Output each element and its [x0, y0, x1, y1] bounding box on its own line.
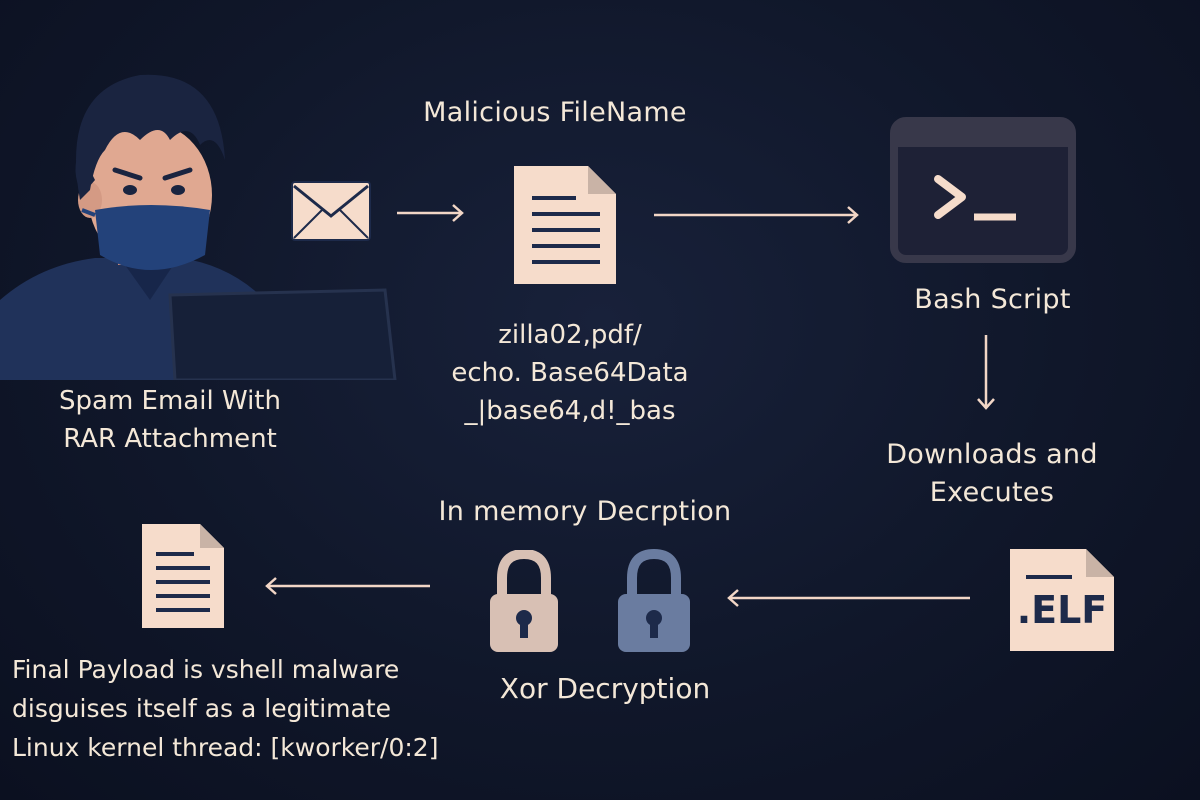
- downloads-caption: Downloads and Executes: [872, 436, 1112, 512]
- arrow-left: [262, 576, 434, 596]
- payload-caption-line: Linux kernel thread: [kworker/0:2]: [12, 733, 439, 762]
- attacker-caption-line: Spam Email With: [59, 386, 281, 416]
- arrow-right: [395, 203, 467, 223]
- document-icon: [510, 162, 620, 288]
- arrow-left: [724, 588, 974, 608]
- attacker-caption: Spam Email With RAR Attachment: [20, 382, 320, 458]
- downloads-caption-line: Executes: [929, 477, 1055, 508]
- attacker-icon: [0, 50, 400, 380]
- xor-decryption-label: Xor Decryption: [499, 672, 711, 705]
- attacker-caption-line: RAR Attachment: [63, 424, 277, 454]
- filename-line: echo. Base64Data: [451, 358, 689, 388]
- filename-text: zilla02,pdf/ echo. Base64Data _|base64,d…: [430, 316, 710, 430]
- payload-caption-line: disguises itself as a legitimate: [12, 694, 392, 723]
- elf-text: .ELF: [1016, 588, 1108, 632]
- memory-decryption-title: In memory Decrption: [438, 496, 732, 527]
- lock-open-icon: [488, 550, 560, 654]
- envelope-icon: [290, 180, 372, 242]
- elf-file-icon: [1006, 545, 1118, 655]
- filename-line: _|base64,d!_bas: [464, 396, 676, 426]
- payload-document-icon: [138, 520, 228, 632]
- arrow-down: [975, 333, 997, 413]
- bash-script-label: Bash Script: [914, 284, 1071, 315]
- terminal-icon: [890, 117, 1076, 263]
- malicious-filename-title: Malicious FileName: [423, 97, 687, 128]
- payload-caption: Final Payload is vshell malware disguise…: [12, 650, 452, 767]
- lock-closed-icon: [616, 548, 692, 654]
- payload-caption-line: Final Payload is vshell malware: [12, 655, 400, 684]
- arrow-right: [652, 205, 862, 225]
- downloads-caption-line: Downloads and: [886, 439, 1098, 470]
- filename-line: zilla02,pdf/: [498, 320, 642, 350]
